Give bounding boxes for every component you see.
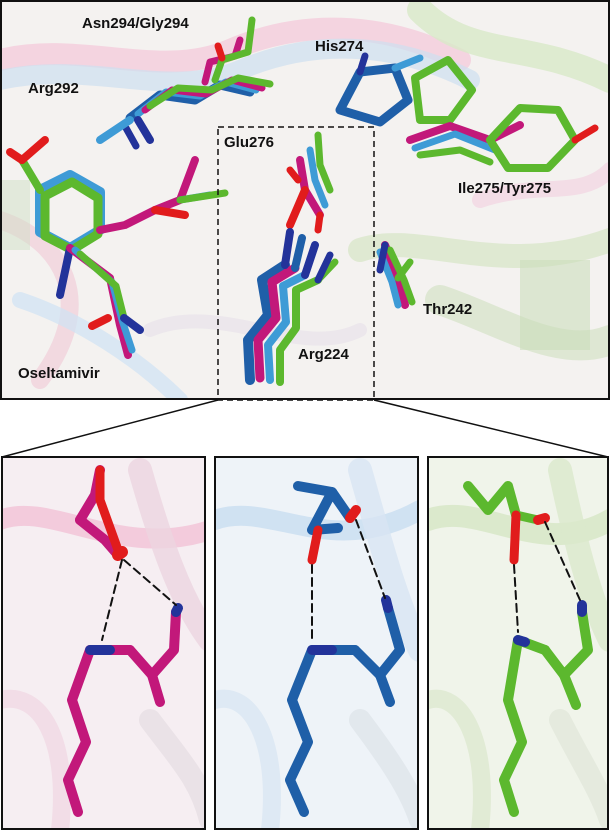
- panel-blue-residues: [285, 481, 405, 817]
- panel-green: [427, 456, 609, 830]
- arg292-residue: [96, 116, 154, 144]
- zoom-box: [217, 126, 375, 401]
- panel-magenta: [1, 456, 206, 830]
- ile-tyr-residue: [406, 104, 599, 172]
- arg224-residue: [243, 228, 339, 386]
- panel-blue: [214, 456, 419, 830]
- ribbon-background: [1, 1, 609, 399]
- glu276-residue: [286, 131, 334, 234]
- panel-green-residues: [463, 481, 593, 817]
- panel-magenta-residues: [63, 465, 183, 817]
- label-glu276: Glu276: [224, 134, 274, 151]
- label-his274: His274: [315, 38, 364, 55]
- label-oseltamivir: Oseltamivir: [18, 365, 100, 382]
- zoom-line-left: [1, 399, 219, 458]
- panel-green-border: [427, 456, 609, 830]
- zoom-line-right: [373, 399, 609, 458]
- panel-magenta-border: [1, 456, 206, 830]
- panel-green-ribbons: [428, 458, 608, 829]
- label-arg292: Arg292: [28, 80, 79, 97]
- asn-gly-residue: [122, 16, 274, 150]
- label-ile-tyr: Ile275/Tyr275: [458, 180, 551, 197]
- thr242-residue: [376, 241, 416, 309]
- label-thr242: Thr242: [423, 301, 472, 318]
- panel-blue-ribbons: [215, 458, 418, 829]
- panel-blue-border: [214, 456, 419, 830]
- his-residue: [335, 52, 476, 127]
- label-asn-gly: Asn294/Gly294: [82, 15, 189, 32]
- overlay-border: [0, 0, 610, 400]
- overlay-panel: Asn294/Gly294 His274 Arg292 Glu276 Ile27…: [0, 0, 610, 401]
- label-arg224: Arg224: [298, 346, 350, 363]
